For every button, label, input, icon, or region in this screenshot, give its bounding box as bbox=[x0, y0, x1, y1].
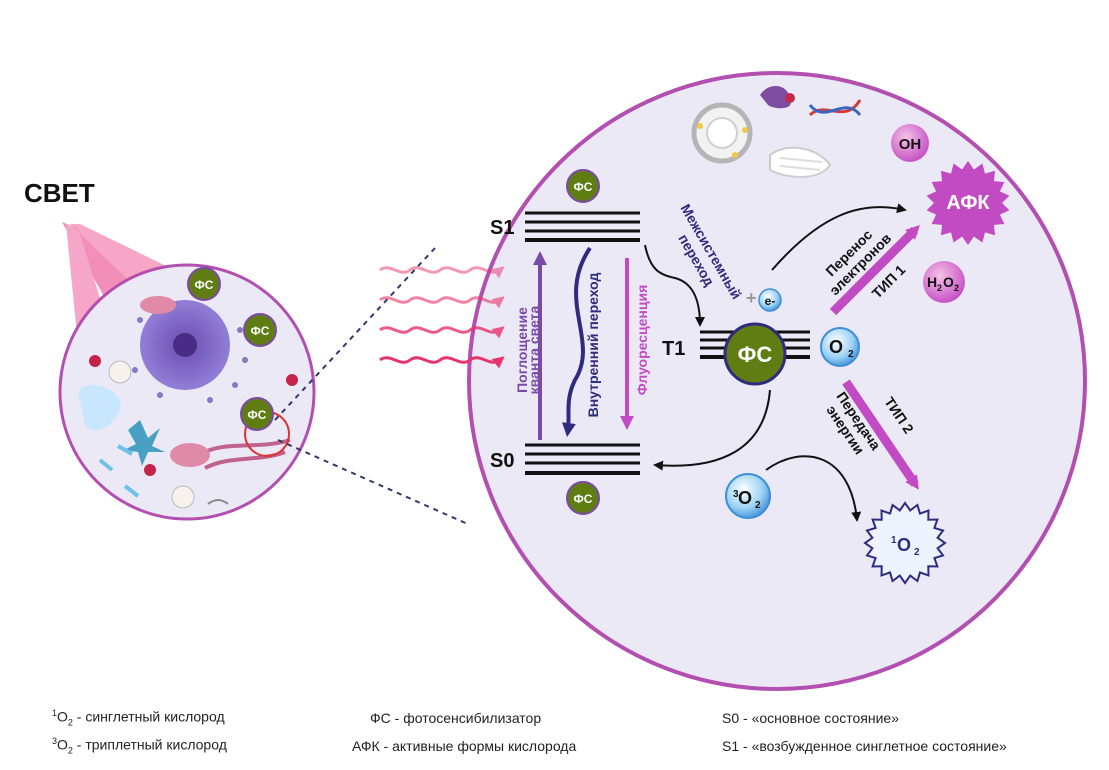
svg-text:3: 3 bbox=[733, 489, 739, 500]
svg-text:e-: e- bbox=[765, 294, 776, 308]
svg-text:1: 1 bbox=[891, 535, 897, 546]
hydrogen-peroxide: H 2 O 2 bbox=[923, 261, 965, 303]
internal-conversion-arrow bbox=[561, 246, 592, 437]
svg-text:O: O bbox=[738, 488, 752, 508]
t1-label: T1 bbox=[662, 338, 685, 360]
ps-molecule: ФС bbox=[187, 267, 221, 301]
legend-ps: ФС - фотосенсибилизатор bbox=[370, 710, 542, 726]
absorption-label: Поглощение bbox=[514, 307, 530, 393]
svg-text:2: 2 bbox=[914, 547, 920, 558]
organelles-icon bbox=[691, 85, 862, 178]
svg-text:Внутренний переход: Внутренний переход bbox=[585, 272, 601, 417]
svg-text:ФС: ФС bbox=[195, 278, 214, 292]
svg-text:2: 2 bbox=[937, 283, 942, 293]
oxygen-molecule: O 2 bbox=[820, 327, 860, 367]
svg-text:ФС: ФС bbox=[574, 180, 593, 194]
absorption-label-2: кванта света bbox=[526, 305, 542, 394]
ps-molecule: ФС bbox=[240, 397, 274, 431]
legend-s1: S1 - «возбужденное синглетное состояние» bbox=[722, 738, 1007, 754]
svg-text:кванта света: кванта света bbox=[526, 305, 542, 394]
level-s1 bbox=[525, 211, 640, 242]
ps-molecule: ФС bbox=[566, 481, 600, 515]
fluorescence-label: Флуоресценция bbox=[634, 285, 650, 395]
electron: e- bbox=[758, 288, 782, 312]
svg-text:2: 2 bbox=[848, 349, 854, 360]
type2-arrow bbox=[842, 379, 919, 490]
energy-transfer-arrow bbox=[765, 455, 862, 522]
legend-ros: АФК - активные формы кислорода bbox=[352, 738, 577, 754]
light-label: СВЕТ bbox=[24, 178, 95, 208]
zoom-line bbox=[277, 439, 471, 526]
internal-label: Внутренний переход bbox=[585, 272, 601, 417]
svg-text:O: O bbox=[943, 274, 954, 290]
electron-transfer-arrow bbox=[771, 203, 907, 271]
ps-molecule-excited: ФС bbox=[723, 322, 787, 386]
svg-text:Поглощение: Поглощение bbox=[514, 307, 530, 393]
svg-text:OH: OH bbox=[899, 136, 922, 153]
legend-s0: S0 - «основное состояние» bbox=[722, 710, 899, 726]
type1-arrow bbox=[829, 225, 920, 316]
s0-label: S0 bbox=[490, 450, 514, 472]
cell: ФС ФС ФС bbox=[58, 263, 316, 521]
svg-text:O: O bbox=[829, 337, 843, 357]
svg-text:ФС: ФС bbox=[738, 342, 773, 367]
svg-text:ФС: ФС bbox=[251, 324, 270, 338]
light-waves bbox=[379, 266, 505, 369]
triplet-oxygen: 3 O 2 bbox=[725, 473, 771, 519]
ps-molecule: ФС bbox=[566, 169, 600, 203]
svg-text:Флуоресценция: Флуоресценция bbox=[634, 285, 650, 395]
t1-to-s0-arrow bbox=[653, 389, 771, 471]
singlet-oxygen-star-icon: 1 O 2 bbox=[863, 501, 947, 585]
level-s0 bbox=[525, 443, 640, 475]
s1-label: S1 bbox=[490, 217, 514, 239]
svg-text:ФС: ФС bbox=[248, 408, 267, 422]
ps-molecule: ФС bbox=[243, 313, 277, 347]
svg-text:2: 2 bbox=[954, 283, 959, 293]
hydroxyl-radical: OH bbox=[891, 124, 929, 162]
plus-sign: + bbox=[746, 288, 757, 308]
legend-triplet: 3O2 - триплетный кислород bbox=[52, 736, 227, 756]
legend-singlet: 1O2 - синглетный кислород bbox=[52, 708, 225, 728]
svg-text:ФС: ФС bbox=[574, 492, 593, 506]
isc-arrow bbox=[644, 244, 705, 327]
svg-text:2: 2 bbox=[755, 500, 761, 511]
svg-text:АФК: АФК bbox=[946, 192, 990, 214]
svg-text:O: O bbox=[897, 535, 911, 555]
svg-text:H: H bbox=[927, 274, 937, 290]
ros-star-icon: АФК bbox=[926, 161, 1010, 245]
